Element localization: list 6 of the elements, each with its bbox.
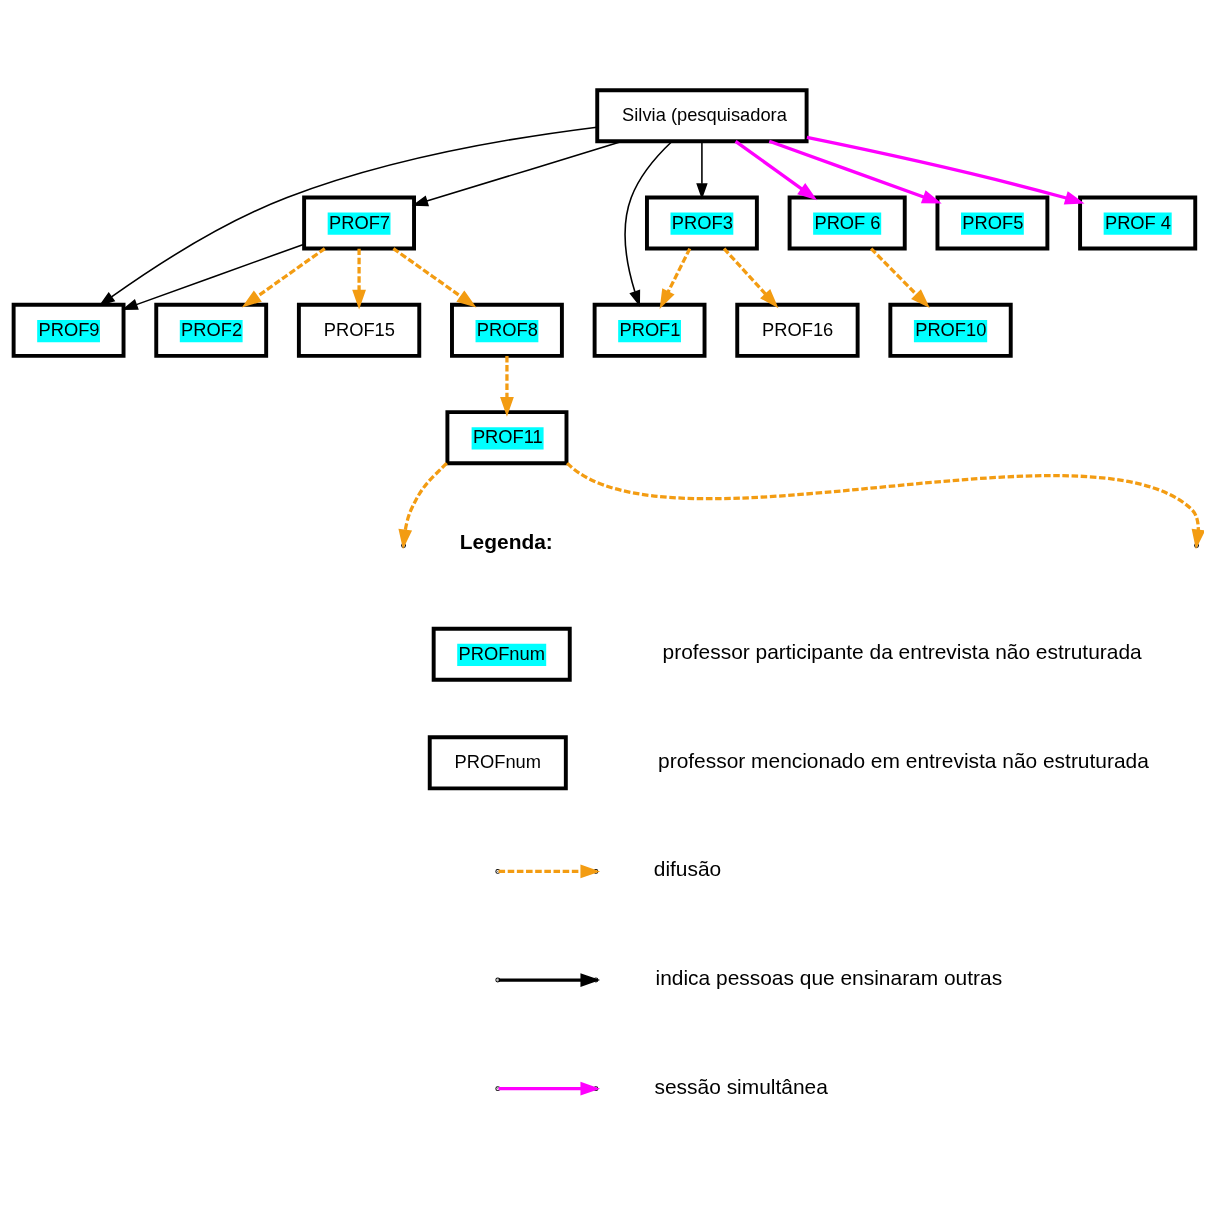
legend-label: professor participante da entrevista não estruturada	[662, 640, 1142, 664]
legend-label: indica pessoas que ensinaram outras	[655, 966, 1003, 990]
legend-label: professor mencionado em entrevista não estruturada	[658, 748, 1149, 772]
legend-label: sessão simultânea	[654, 1074, 828, 1098]
legend-label: difusão	[653, 857, 722, 881]
label: Legenda:	[459, 530, 553, 554]
